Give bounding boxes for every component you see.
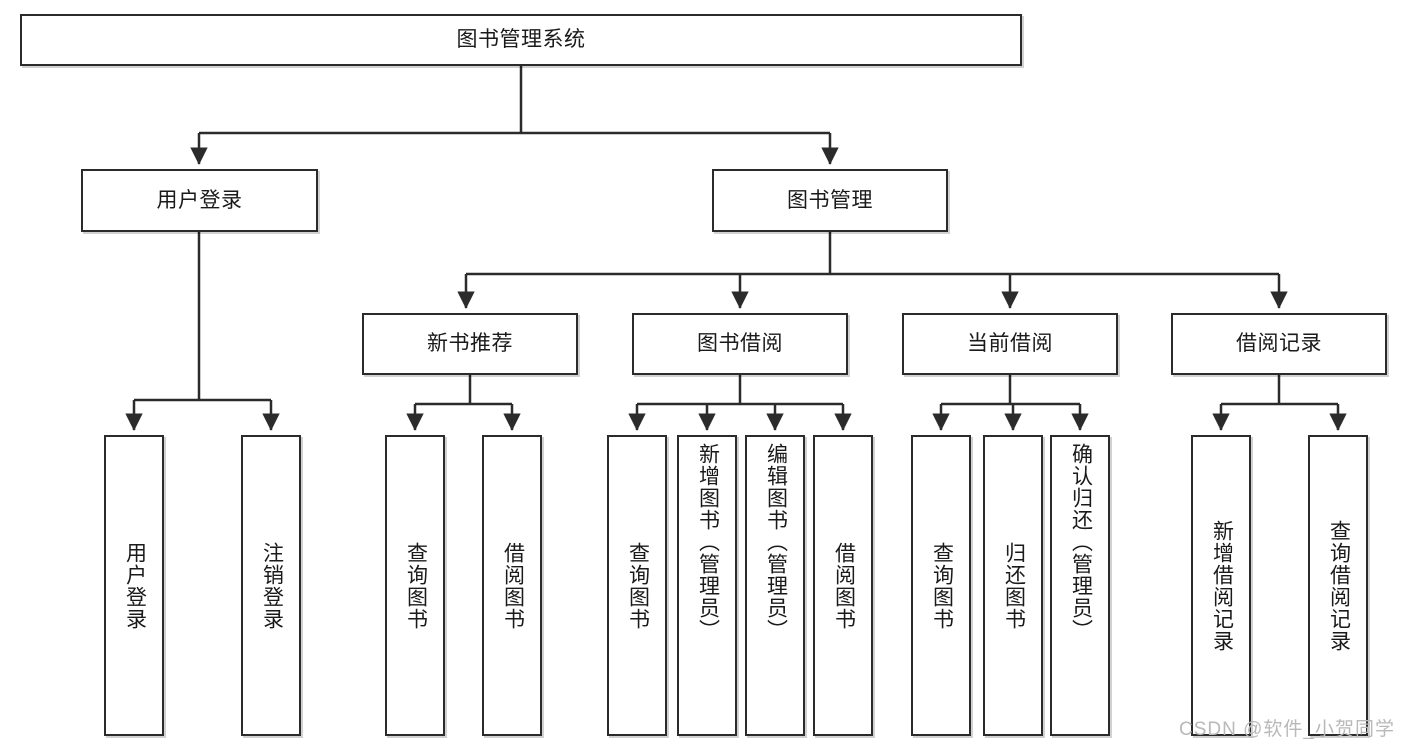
node-leaf-query-borrow-record-label: 查询借阅记录 — [1327, 519, 1351, 652]
node-leaf-query-book-3-label: 查询图书 — [930, 541, 954, 630]
node-leaf-query-book-3[interactable]: 查询图书 — [911, 435, 971, 736]
node-current-borrow-label: 当前借阅 — [967, 332, 1053, 356]
node-book-manage[interactable]: 图书管理 — [712, 169, 948, 232]
node-leaf-add-borrow-record-label: 新增借阅记录 — [1210, 519, 1234, 652]
node-leaf-borrow-book-2[interactable]: 借阅图书 — [813, 435, 873, 736]
node-root[interactable]: 图书管理系统 — [20, 14, 1022, 66]
current-borrow-to-leaves-connectors — [932, 375, 1089, 431]
node-leaf-query-book-2[interactable]: 查询图书 — [607, 435, 667, 736]
node-leaf-user-login-label: 用户登录 — [123, 541, 147, 630]
node-leaf-logout-login-label: 注销登录 — [260, 541, 284, 630]
node-leaf-return-book-label: 归还图书 — [1002, 541, 1026, 630]
node-leaf-query-book-1[interactable]: 查询图书 — [385, 435, 445, 736]
node-leaf-borrow-book-2-label: 借阅图书 — [832, 541, 856, 630]
node-book-manage-label: 图书管理 — [787, 188, 873, 212]
node-new-book-recommend[interactable]: 新书推荐 — [362, 313, 578, 375]
node-leaf-add-borrow-record[interactable]: 新增借阅记录 — [1191, 435, 1251, 736]
new-book-recommend-to-leaves-connectors — [406, 375, 521, 431]
node-root-label: 图书管理系统 — [456, 28, 586, 52]
node-borrow-record-label: 借阅记录 — [1236, 332, 1322, 356]
node-book-borrow-label: 图书借阅 — [697, 332, 783, 356]
node-leaf-borrow-book-1-label: 借阅图书 — [501, 541, 525, 630]
node-new-book-recommend-label: 新书推荐 — [427, 332, 513, 356]
node-leaf-edit-book-admin-label: 编辑图书（管理员） — [764, 443, 788, 641]
book-borrow-to-leaves-connectors — [628, 375, 852, 431]
node-leaf-confirm-return-admin-label: 确认归还（管理员） — [1069, 443, 1093, 641]
borrow-record-to-leaves-connectors — [1212, 375, 1347, 431]
node-current-borrow[interactable]: 当前借阅 — [902, 313, 1118, 375]
node-leaf-logout-login[interactable]: 注销登录 — [241, 435, 301, 736]
node-borrow-record[interactable]: 借阅记录 — [1171, 313, 1387, 375]
node-leaf-add-book-admin[interactable]: 新增图书（管理员） — [677, 435, 737, 736]
node-user-login-label: 用户登录 — [156, 188, 243, 212]
book-manage-to-level3-connectors — [457, 232, 1288, 309]
node-book-borrow[interactable]: 图书借阅 — [632, 313, 848, 375]
node-leaf-confirm-return-admin[interactable]: 确认归还（管理员） — [1050, 435, 1110, 736]
user-login-to-leaves-connectors — [125, 232, 280, 431]
node-user-login[interactable]: 用户登录 — [81, 169, 318, 232]
node-leaf-user-login[interactable]: 用户登录 — [104, 435, 164, 736]
node-leaf-query-book-1-label: 查询图书 — [404, 541, 428, 630]
node-leaf-query-borrow-record[interactable]: 查询借阅记录 — [1308, 435, 1368, 736]
node-leaf-return-book[interactable]: 归还图书 — [983, 435, 1043, 736]
node-leaf-add-book-admin-label: 新增图书（管理员） — [696, 443, 720, 641]
root-to-level2-connectors — [190, 66, 839, 165]
node-leaf-borrow-book-1[interactable]: 借阅图书 — [482, 435, 542, 736]
node-leaf-edit-book-admin[interactable]: 编辑图书（管理员） — [745, 435, 805, 736]
node-leaf-query-book-2-label: 查询图书 — [626, 541, 650, 630]
